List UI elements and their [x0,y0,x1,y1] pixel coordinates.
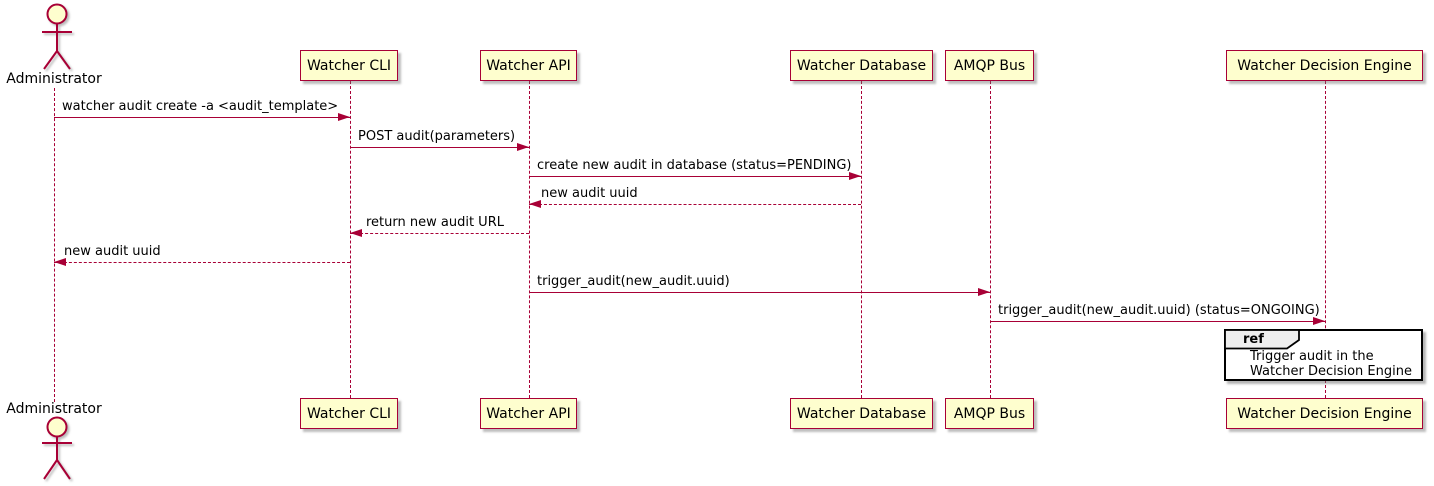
message-line-5 [350,233,529,234]
ref-tab-shape [1224,329,1300,350]
lifeline-amqp-bus [990,81,991,398]
ref-keyword: ref [1243,332,1264,347]
participant-bottom-watcher-cli: Watcher CLI [300,398,398,429]
message-label-7: trigger_audit(new_audit.uuid) [537,274,730,289]
arrowhead-right-3 [849,172,861,180]
ref-fragment: ref Trigger audit in the Watcher Decisio… [1224,329,1423,381]
arrowhead-right-8 [1313,317,1325,325]
arrowhead-left-6 [54,258,66,266]
message-label-3: create new audit in database (status=PEN… [537,158,852,173]
ref-text-line1: Trigger audit in the [1250,349,1374,364]
message-line-8 [990,321,1325,322]
participant-top-watcher-cli: Watcher CLI [300,50,398,81]
message-line-4 [529,204,861,205]
message-line-1 [54,117,350,118]
participant-bottom-amqp-bus: AMQP Bus [945,398,1034,429]
arrowhead-left-5 [350,229,362,237]
ref-text: Trigger audit in the Watcher Decision En… [1250,349,1412,379]
participant-bottom-watcher-database: Watcher Database [790,398,933,429]
lifeline-watcher-cli [350,81,351,398]
message-line-6 [54,262,350,263]
participant-top-watcher-database: Watcher Database [790,50,933,81]
arrowhead-right-7 [978,288,990,296]
participant-bottom-watcher-api: Watcher API [480,398,577,429]
message-label-1: watcher audit create -a <audit_template> [62,99,339,114]
message-line-2 [350,147,529,148]
arrowhead-right-1 [338,113,350,121]
participant-bottom-watcher-decision-engine: Watcher Decision Engine [1226,398,1423,429]
participant-top-watcher-decision-engine: Watcher Decision Engine [1226,50,1423,81]
message-label-4: new audit uuid [541,186,638,201]
arrowhead-left-4 [529,200,541,208]
participant-top-watcher-api: Watcher API [480,50,577,81]
actor-label-bottom: Administrator [6,401,102,417]
message-line-7 [529,292,990,293]
ref-text-line2: Watcher Decision Engine [1250,364,1412,379]
message-line-3 [529,176,861,177]
message-label-5: return new audit URL [366,215,504,230]
arrowhead-right-2 [517,143,529,151]
lifeline-watcher-database [861,81,862,398]
message-label-8: trigger_audit(new_audit.uuid) (status=ON… [998,303,1320,318]
message-label-2: POST audit(parameters) [358,129,516,144]
actor-label-top: Administrator [6,71,102,87]
participant-top-amqp-bus: AMQP Bus [945,50,1034,81]
lifeline-watcher-api [529,81,530,398]
lifeline-administrator [54,88,55,402]
message-label-6: new audit uuid [64,244,161,259]
actor-icon-top [42,3,72,70]
lifeline-watcher-decision-engine [1325,81,1326,398]
actor-icon-bottom [42,416,72,480]
